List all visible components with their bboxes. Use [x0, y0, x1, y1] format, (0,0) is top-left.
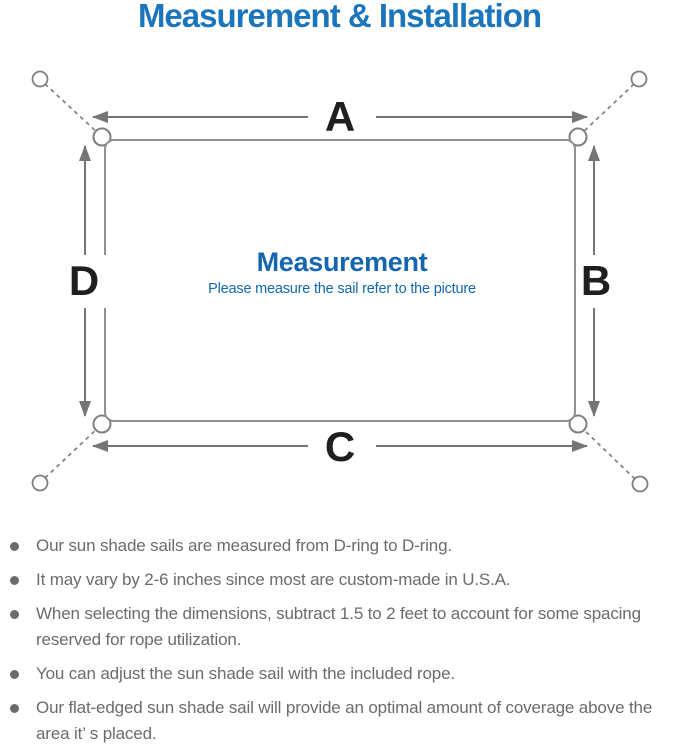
- bullet-icon: [10, 704, 19, 713]
- anchor-ring-icon: [31, 70, 49, 88]
- list-item: It may vary by 2-6 inches since most are…: [10, 567, 677, 593]
- dashed-line-bottom-right: [580, 426, 636, 480]
- corner-d-rings: [92, 127, 588, 434]
- measurement-diagram: A C D B Measurement Please measure the s…: [31, 70, 649, 493]
- label-gaps: [62, 93, 622, 467]
- list-item: You can adjust the sun shade sail with t…: [10, 661, 677, 687]
- bullet-icon: [10, 670, 19, 679]
- d-ring-icon: [92, 414, 112, 434]
- dimension-label-c: C: [325, 423, 355, 470]
- anchor-ring-icon: [630, 70, 648, 88]
- dimension-label-a: A: [325, 93, 355, 140]
- diagram-center-title: Measurement: [257, 247, 428, 277]
- list-item: When selecting the dimensions, subtract …: [10, 601, 677, 653]
- d-ring-icon: [92, 127, 112, 147]
- anchor-ring-icon: [631, 475, 649, 493]
- note-text: It may vary by 2-6 inches since most are…: [36, 570, 511, 589]
- anchor-points: [31, 70, 649, 493]
- d-ring-icon: [568, 414, 588, 434]
- bullet-icon: [10, 610, 19, 619]
- notes-list: Our sun shade sails are measured from D-…: [10, 533, 677, 755]
- bullet-icon: [10, 542, 19, 551]
- dimension-label-b: B: [581, 257, 611, 304]
- list-item: Our sun shade sails are measured from D-…: [10, 533, 677, 559]
- page-title: Measurement & Installation: [137, 0, 542, 34]
- note-text: You can adjust the sun shade sail with t…: [36, 664, 455, 683]
- note-text: Our sun shade sails are measured from D-…: [36, 536, 452, 555]
- dashed-line-top-left: [44, 83, 100, 135]
- note-text: When selecting the dimensions, subtract …: [36, 604, 641, 649]
- dashed-line-bottom-left: [44, 426, 100, 479]
- dimension-label-d: D: [69, 257, 99, 304]
- diagram-center-subtitle: Please measure the sail refer to the pic…: [208, 281, 476, 297]
- bullet-icon: [10, 576, 19, 585]
- note-text: Our flat-edged sun shade sail will provi…: [36, 698, 653, 743]
- list-item: Our flat-edged sun shade sail will provi…: [10, 695, 677, 747]
- d-ring-icon: [568, 127, 588, 147]
- dashed-line-top-right: [580, 83, 635, 135]
- anchor-ring-icon: [31, 474, 49, 492]
